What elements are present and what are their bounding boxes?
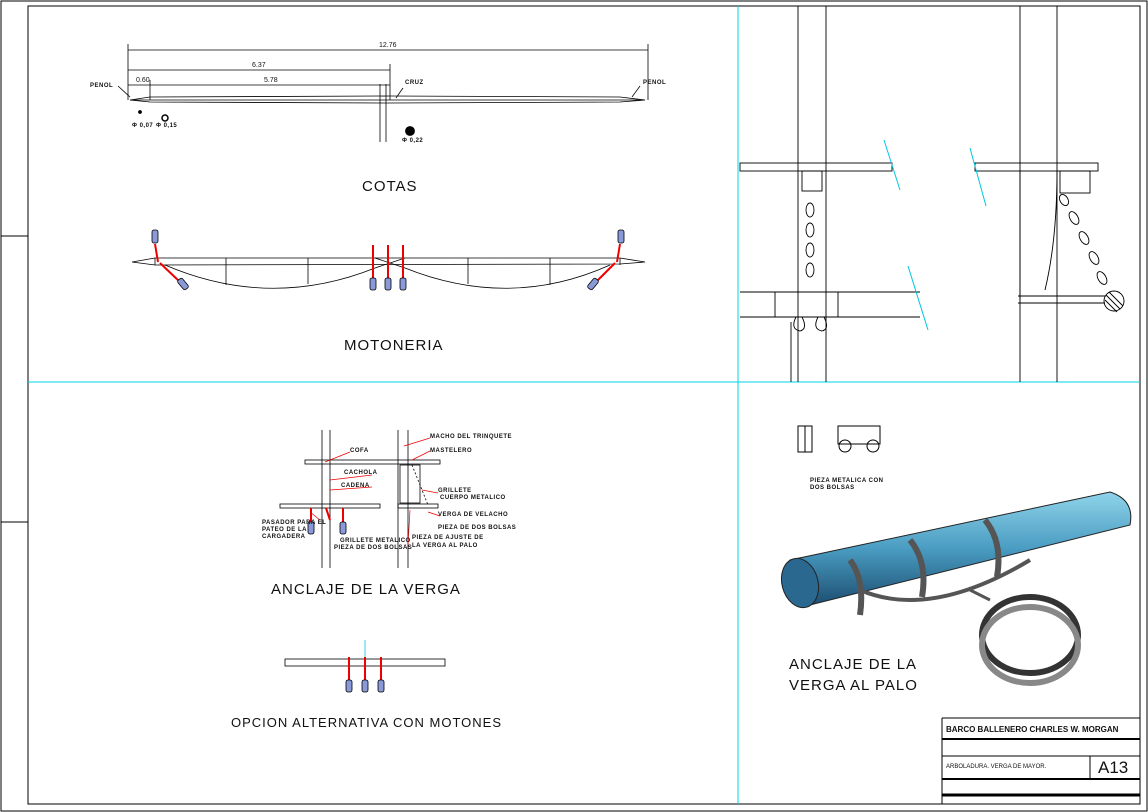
title-block-project: BARCO BALLENERO CHARLES W. MORGAN [946, 725, 1119, 734]
label-pasador-3: CARGADERA [262, 534, 306, 540]
penol-left: PENOL [90, 83, 114, 89]
cotas-drawing [117, 44, 649, 142]
pieza-note-2: DOS BOLSAS [810, 485, 855, 491]
label-cadena: CADENA [341, 483, 370, 489]
cruz-label: CRUZ [405, 80, 424, 86]
pieza-note-1: PIEZA METALICA CON [810, 478, 884, 484]
dim-half: 6.37 [252, 62, 266, 69]
dim-overall: 12.76 [379, 42, 397, 49]
title-motoneria: MOTONERIA [344, 337, 444, 354]
title-anclaje: ANCLAJE DE LA VERGA [271, 581, 461, 598]
label-pasador: PASADOR PARA EL [262, 520, 327, 526]
label-pieza-bolsa: PIEZA DE DOS BOLSAS [334, 545, 413, 551]
title-cotas: COTAS [362, 178, 418, 195]
label-pasador-2: PATEO DE LA [262, 527, 307, 533]
pieza-icons [797, 425, 881, 453]
title-opcion: OPCION ALTERNATIVA CON MOTONES [231, 715, 503, 730]
dia-b: Φ 0,15 [156, 123, 178, 129]
label-mastelero: MASTELERO [430, 448, 473, 454]
label-cuerpo-metalico: CUERPO METALICO [440, 495, 506, 501]
anclaje-blocks [307, 507, 347, 535]
label-macho: MACHO DEL TRINQUETE [430, 434, 513, 440]
title-anclaje-palo-2: VERGA AL PALO [789, 677, 918, 694]
title-anclaje-palo-1: ANCLAJE DE LA [789, 656, 918, 673]
motoneria-blocks [151, 229, 625, 291]
label-grillete: GRILLETE [438, 488, 472, 494]
label-verga-velacho: VERGA DE VELACHO [438, 512, 509, 518]
dim-inner: 5.78 [264, 77, 278, 84]
cut-lines [883, 139, 987, 331]
motoneria-drawing [131, 257, 646, 289]
title-block [941, 717, 1140, 804]
label-grillete-small: GRILLETE METALICO [340, 538, 411, 544]
dia-a: Φ 0,07 [132, 123, 154, 129]
opcion-blocks [345, 657, 385, 693]
dia-c: Φ 0,22 [402, 138, 424, 144]
title-block-code: A13 [1098, 758, 1129, 777]
label-cacholas: CACHOLA [344, 470, 378, 476]
label-cofa: COFA [350, 448, 369, 454]
label-pieza-ajuste: PIEZA DE AJUSTE DE [412, 535, 484, 541]
label-pieza-bolsas2: PIEZA DE DOS BOLSAS [438, 525, 517, 531]
penol-right: PENOL [643, 80, 667, 86]
title-block-drawing: ARBOLADURA. VERGA DE MAYOR. [946, 764, 1047, 770]
dim-end: 0.60 [136, 77, 150, 84]
yard-3d-render [780, 491, 1132, 686]
label-pieza-ajuste-2: LA VERGA AL PALO [412, 543, 478, 549]
mast-detail-drawing [739, 6, 1125, 382]
anclaje-leaders [309, 437, 441, 546]
